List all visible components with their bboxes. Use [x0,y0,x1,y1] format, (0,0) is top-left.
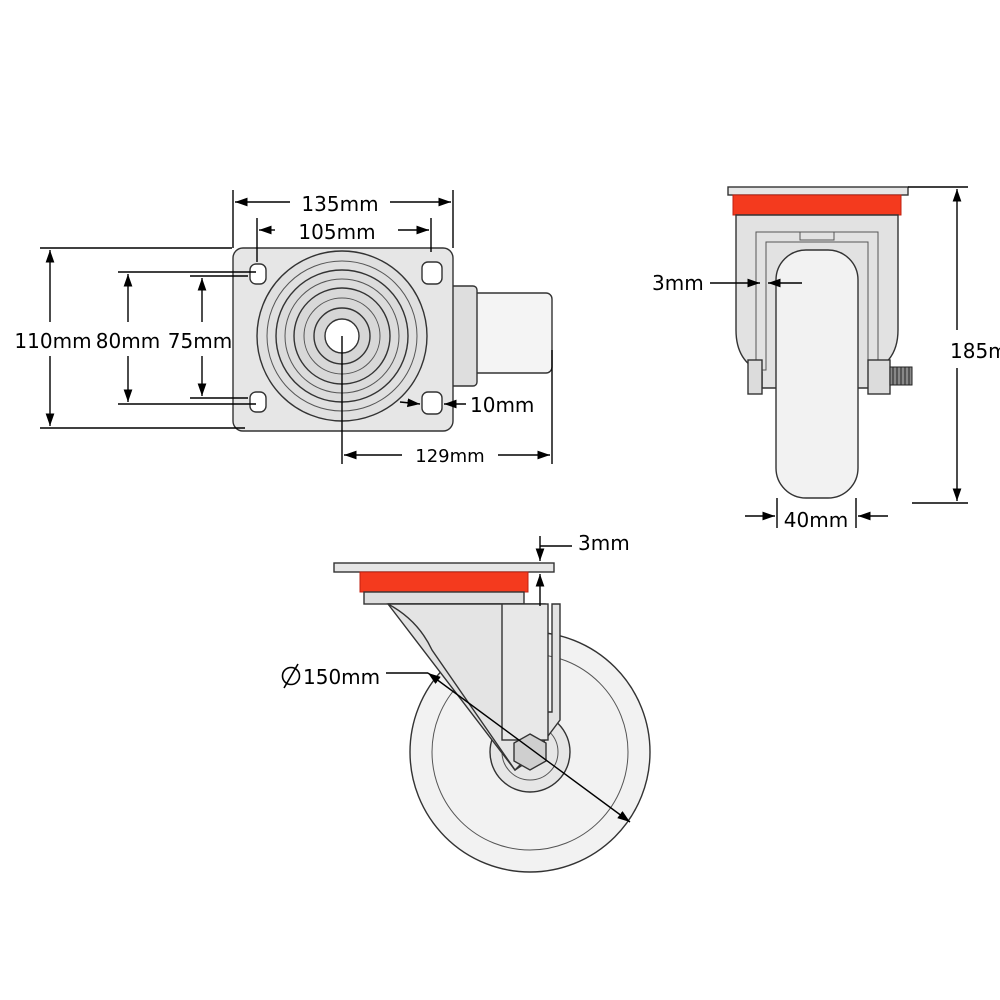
front-axle-nut-right [867,359,891,395]
mount-hole-tl [249,263,267,285]
front-plate [727,186,909,196]
mount-hole-bl [249,391,267,413]
mount-hole-br [421,391,443,415]
front-bearing-ring [732,194,902,216]
dim-offset-length: 129mm [415,446,484,467]
mount-hole-tr [421,261,443,285]
dim-wheel-diameter: 150mm [303,665,380,689]
front-axle-nut-left [747,359,763,395]
dim-hole-spacing-y-inner: 75mm [168,329,232,353]
side-bearing-ring [359,571,529,593]
dim-overall-height: 185mm [950,339,1000,363]
side-view: 3mm 150mm [281,531,651,873]
dim-overall-width: 135mm [301,192,378,216]
dim-hole-spacing-y-outer: 80mm [96,329,160,353]
dim-bracket-thickness: 3mm [652,271,704,295]
side-plate [333,562,555,573]
front-wheel [775,249,859,499]
front-view: 3mm 185mm 40mm [652,186,1000,532]
dim-plate-thickness: 3mm [578,531,630,555]
dim-hole-spacing-x: 105mm [298,220,375,244]
top-view: 135mm 105mm 110mm 80mm 75mm 10mm [14,190,553,467]
dim-plate-height: 110mm [14,329,91,353]
dim-wheel-width: 40mm [784,508,848,532]
diameter-symbol [281,663,301,689]
dim-slot-width: 10mm [470,393,534,417]
